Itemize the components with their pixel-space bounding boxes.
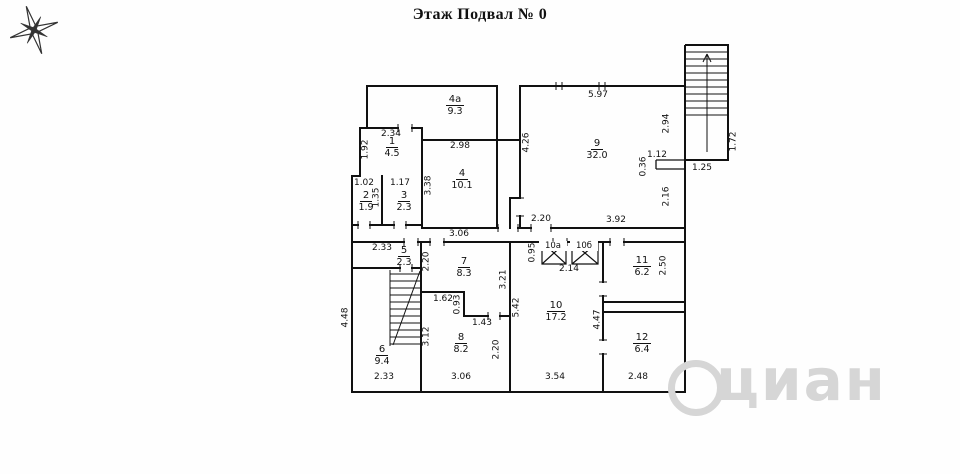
wall-room4 [421, 85, 521, 229]
watermark-logo [668, 360, 724, 416]
room-area: 4.5 [384, 148, 400, 159]
dim-room11-height: 2.50 [658, 255, 669, 276]
dim-room9-width-top: 5.97 [587, 90, 609, 100]
shaft-label-10a: 10а [539, 241, 567, 251]
dim-room7-height: 2.20 [421, 251, 432, 272]
room-area: 8.3 [456, 268, 472, 279]
dim-room2-width: 1.02 [353, 178, 375, 188]
dim-stair-width: 1.25 [691, 163, 713, 173]
dim-room1-height: 1.92 [360, 139, 371, 160]
room-area: 2.3 [396, 202, 412, 213]
room-area: 32.0 [586, 150, 608, 161]
dim-room10-height: 5.42 [511, 297, 522, 318]
wall-room9-notch [655, 159, 685, 170]
dim-hall-width: 3.06 [448, 229, 470, 239]
room-area: 17.2 [545, 312, 567, 323]
dim-room9-width-bottom: 3.92 [605, 215, 627, 225]
dim-room9-height-right-upper: 2.94 [661, 113, 672, 134]
dim-room7-right-height: 3.21 [498, 269, 509, 290]
dim-jog-width2: 1.43 [471, 318, 493, 328]
dim-room9-notch-height: 0.36 [638, 156, 649, 177]
room-number: 5 [397, 245, 411, 257]
dim-room6-width: 2.33 [373, 372, 395, 382]
dim-room3-width: 1.17 [389, 178, 411, 188]
door-ticks [357, 82, 625, 355]
compass-rose-icon [9, 5, 59, 55]
room-number: 10 [546, 300, 566, 312]
dim-shaft-width: 2.14 [558, 264, 580, 274]
dim-jog-width1: 1.62 [432, 294, 454, 304]
wall-rooms-2-3 [351, 175, 423, 226]
room-number: 2 [359, 190, 373, 202]
dim-room10-width: 3.54 [544, 372, 566, 382]
room-area: 6.2 [634, 267, 650, 278]
stairwell-arrow [702, 53, 712, 152]
room-area: 6.4 [634, 344, 650, 355]
dim-jog-height: 0.93 [452, 294, 463, 315]
room-number: 1 [385, 136, 399, 148]
watermark-text: циан [716, 346, 887, 414]
dim-room8-height: 3.12 [421, 326, 432, 347]
room-number: 6 [375, 344, 389, 356]
room-number: 3 [397, 190, 411, 202]
room-number: 9 [590, 138, 604, 150]
dim-room4-height: 3.38 [423, 175, 434, 196]
wall-room9-left [509, 85, 521, 229]
wall-rooms-11-12 [602, 241, 686, 393]
wall-outline [351, 85, 686, 393]
room-number: 4а [445, 94, 465, 106]
dim-room9-height-left: 4.26 [521, 132, 532, 153]
dim-room12-height: 4.47 [592, 309, 603, 330]
dim-room8-width: 3.06 [450, 372, 472, 382]
room-number: 8 [454, 332, 468, 344]
room-number: 7 [457, 256, 471, 268]
dim-room9-height-right-lower: 2.16 [661, 186, 672, 207]
dim-shaft-height: 0.95 [527, 242, 538, 263]
room-area: 9.4 [374, 356, 390, 367]
dim-room4-width: 2.98 [449, 141, 471, 151]
room-area: 9.3 [447, 106, 463, 117]
dim-room9-notch-width: 1.12 [646, 150, 668, 160]
room-area: 10.1 [451, 180, 473, 191]
room-area: 2.3 [396, 257, 412, 268]
room-number: 12 [632, 332, 652, 344]
wall-rooms-7-8 [420, 241, 511, 393]
dim-room5-width: 2.33 [371, 243, 393, 253]
room-area: 1.9 [358, 202, 374, 213]
shaft-label-10b: 10б [570, 241, 598, 251]
room-area: 8.2 [453, 344, 469, 355]
stair-room6-treads [390, 273, 421, 345]
dim-room12-width: 2.48 [627, 372, 649, 382]
dim-room6-height: 4.48 [340, 307, 351, 328]
dim-stair-depth: 1.72 [728, 131, 739, 152]
room-number: 11 [632, 255, 652, 267]
wall-lower-left [351, 241, 422, 393]
stair-room6-breakline [392, 270, 421, 346]
dim-room2-height: 1.35 [371, 187, 382, 208]
dim-room1-width: 2.34 [380, 129, 402, 139]
dim-room9-door-width: 2.20 [530, 214, 552, 224]
room-number: 4 [455, 168, 469, 180]
dim-room8-right-height: 2.20 [491, 339, 502, 360]
page-title: Этаж Подвал № 0 [412, 6, 548, 23]
